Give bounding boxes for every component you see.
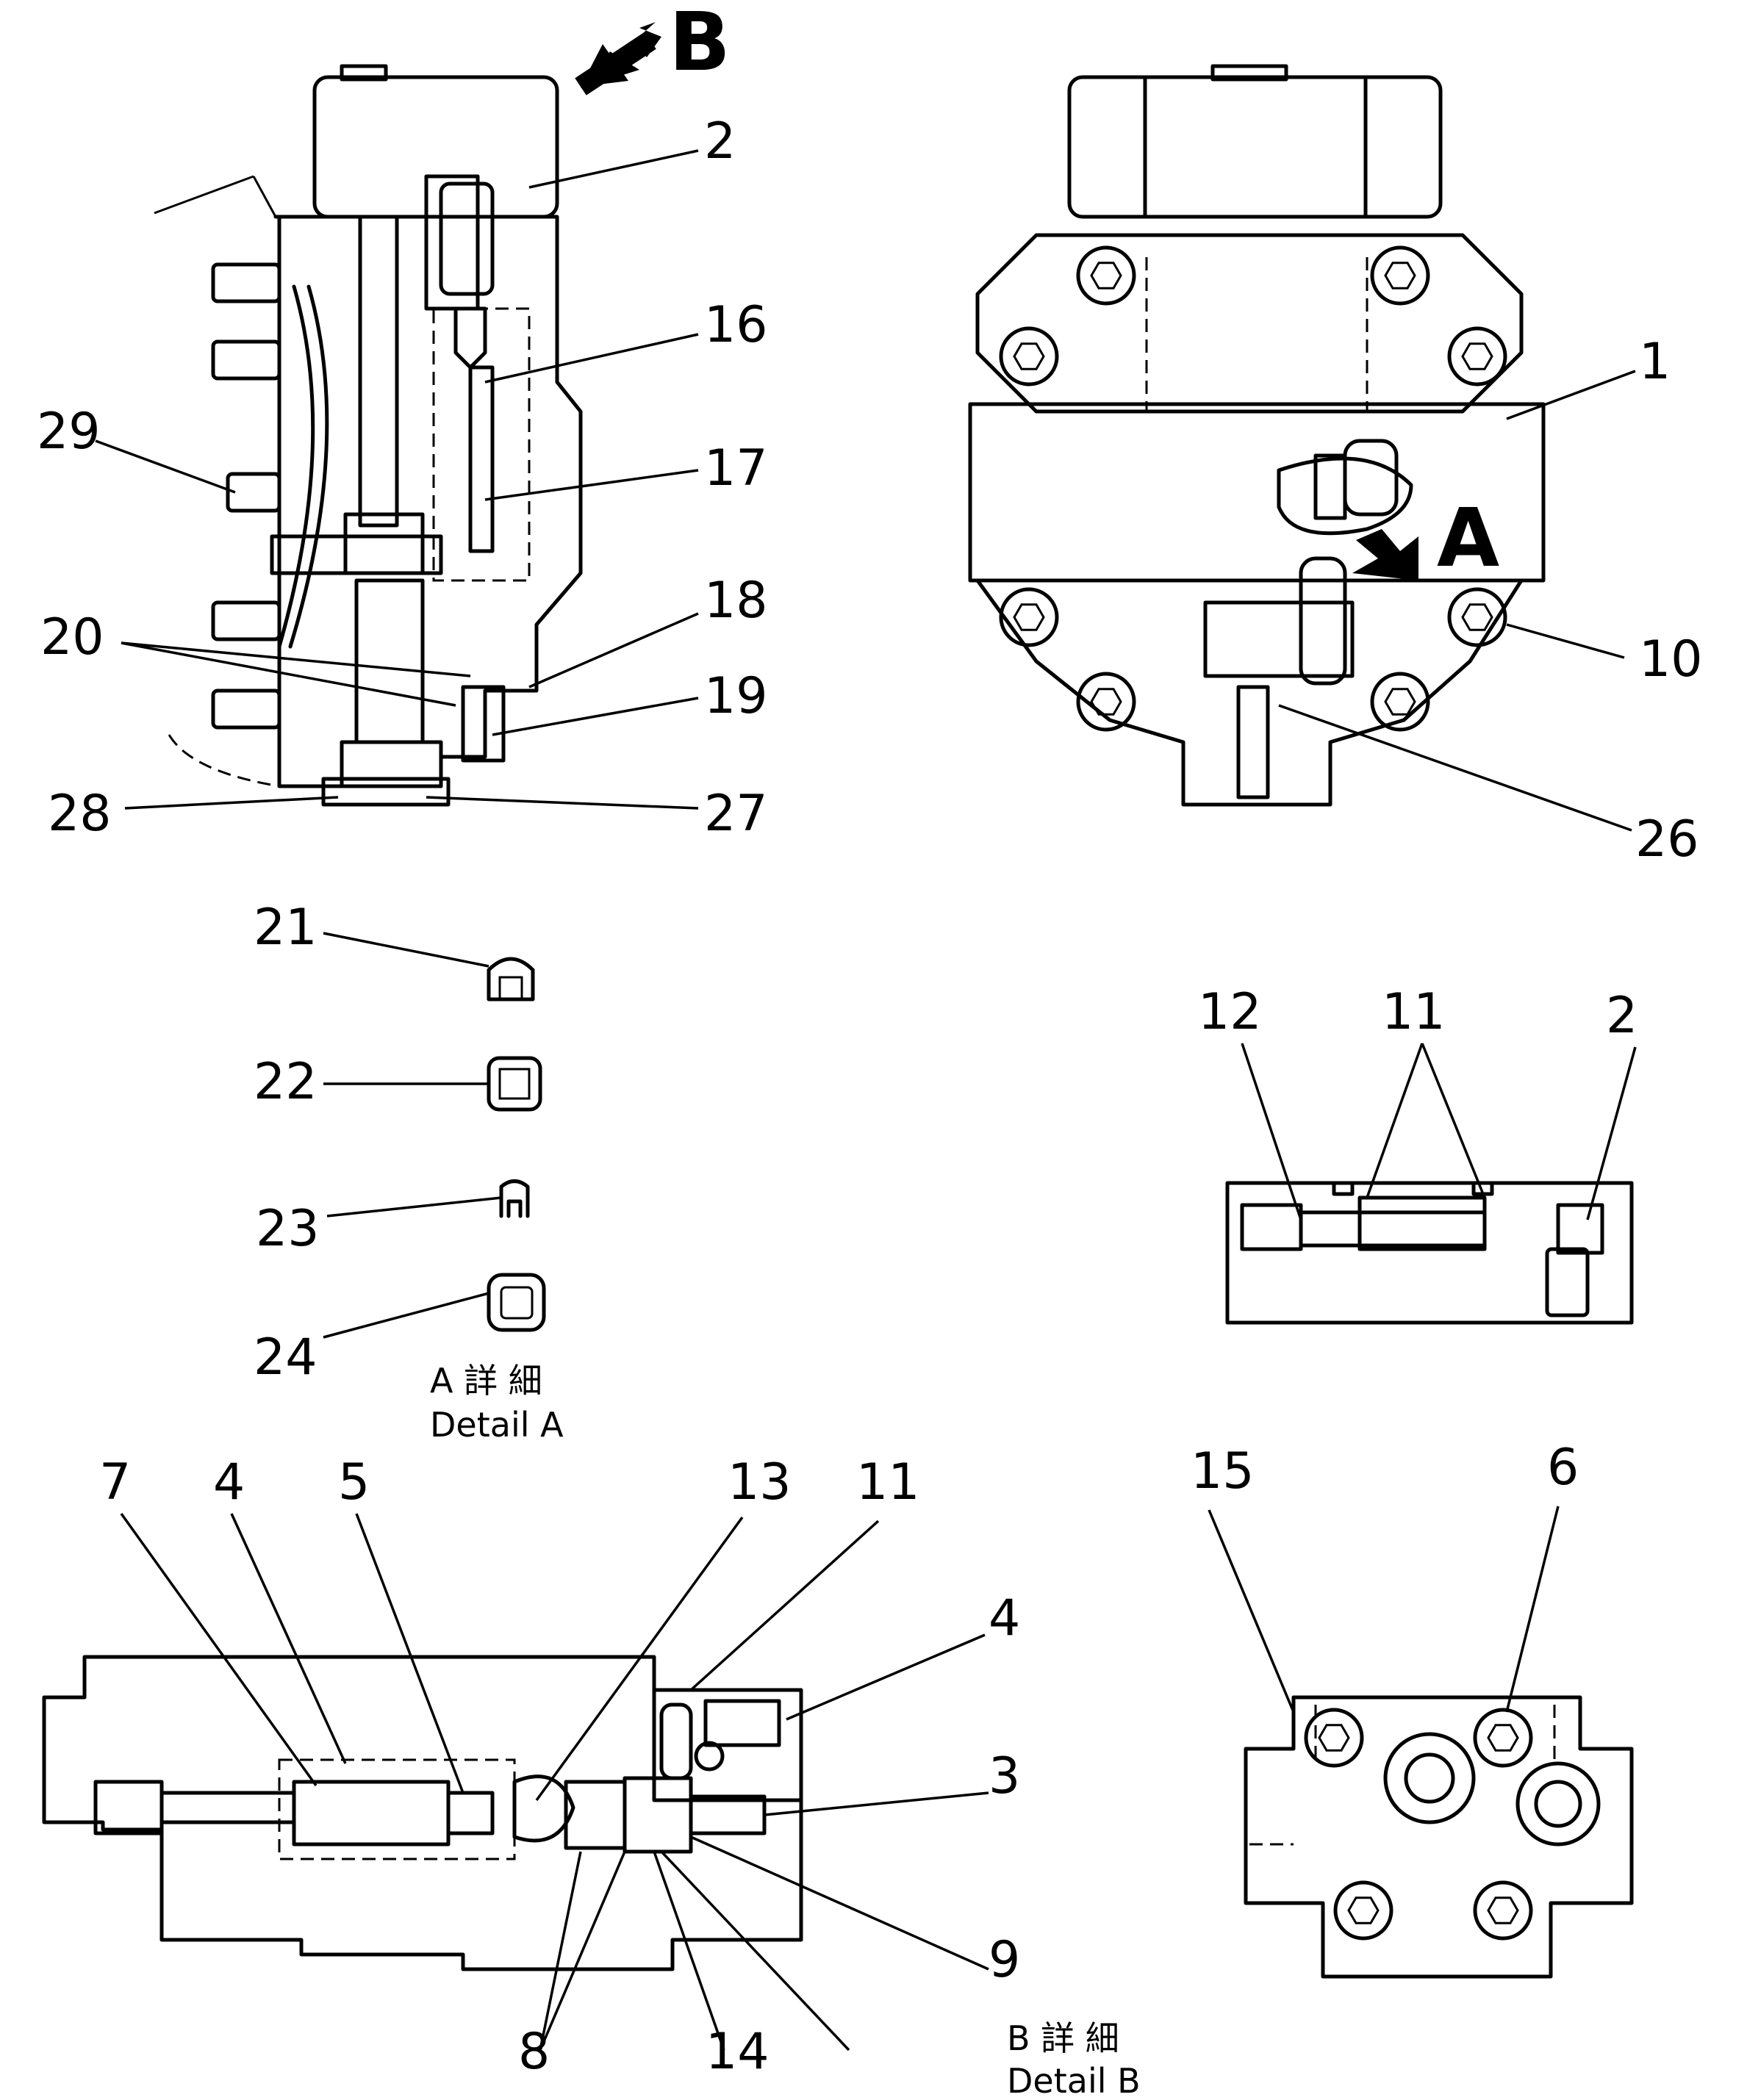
- port-section-view: [1225, 1181, 1634, 1325]
- callout-4-left: 5: [338, 1453, 370, 1511]
- bolt-heads: [999, 245, 1533, 1941]
- callout-19: 19: [704, 667, 768, 725]
- callout-8: 14: [706, 2023, 770, 2081]
- callout-4-right: 3: [989, 1747, 1020, 1805]
- hex-socket-icon: [1384, 688, 1416, 716]
- bolt-head: [1473, 1708, 1533, 1768]
- callout-17: 17: [704, 439, 768, 497]
- view-marker-b: B: [669, 0, 731, 89]
- bolt-head: [1304, 1708, 1364, 1768]
- callout-15: 6: [1547, 1439, 1579, 1497]
- hex-socket-icon: [1487, 1896, 1519, 1924]
- callout-2-bottom: 15: [1191, 1442, 1255, 1500]
- callout-12: 11: [1382, 983, 1446, 1041]
- bolt-head: [1333, 1880, 1393, 1941]
- hex-socket-icon: [1461, 603, 1493, 631]
- callout-5: 13: [728, 1453, 792, 1511]
- callout-11-lower: 4: [989, 1589, 1020, 1647]
- hex-socket-icon: [1090, 688, 1122, 716]
- detail-b-caption-en: Detail B: [1007, 2061, 1141, 2100]
- detail-b-section-view: [42, 1655, 803, 1971]
- detail-a-caption-jp: A 詳 細: [430, 1361, 542, 1400]
- hex-socket-icon: [1318, 1724, 1350, 1752]
- callout-16: 16: [704, 296, 768, 354]
- callout-2-top: 2: [704, 112, 736, 170]
- callout-21: 21: [254, 899, 318, 957]
- callout-25: 26: [1635, 810, 1699, 869]
- callout-18: 18: [704, 572, 768, 630]
- callout-24: 24: [254, 1328, 318, 1387]
- callout-13: 11: [856, 1453, 920, 1511]
- callout-10: 12: [1198, 983, 1262, 1041]
- hex-socket-icon: [1347, 1896, 1380, 1924]
- hex-socket-icon: [1461, 342, 1493, 370]
- bolt-head: [999, 326, 1059, 386]
- hex-socket-icon: [1013, 603, 1045, 631]
- callout-1: 1: [1639, 333, 1671, 391]
- leader-lines: [95, 149, 1637, 2052]
- callout-20: 20: [40, 608, 104, 666]
- bolt-head: [1076, 245, 1136, 306]
- hex-socket-icon: [1013, 342, 1045, 370]
- hex-socket-icon: [1384, 262, 1416, 290]
- bolt-head: [1370, 245, 1430, 306]
- detail-b-caption-jp: B 詳 細: [1007, 2018, 1119, 2058]
- callout-23: 23: [256, 1200, 320, 1258]
- callout-22: 22: [254, 1053, 318, 1111]
- small-parts: [487, 957, 546, 1332]
- callout-6: 7: [99, 1453, 131, 1511]
- callout-11-upper: 2: [1606, 987, 1637, 1045]
- view-marker-a: A: [1437, 491, 1499, 585]
- front-view: A: [968, 64, 1546, 1941]
- bolt-head: [1370, 672, 1430, 732]
- detail-b-face-view: [1244, 1695, 1634, 1979]
- callout-29: 10: [1639, 630, 1703, 688]
- callout-26: 27: [704, 785, 768, 843]
- bolt-head: [1447, 326, 1507, 386]
- detail-a-caption-en: Detail A: [430, 1405, 564, 1445]
- view-arrow-a-icon: [1352, 529, 1418, 580]
- callout-numbers: 2 16 17 18 19 20 29 28 27 1 10 26 21 22 …: [37, 112, 1703, 2081]
- callout-27: 28: [48, 785, 112, 843]
- callout-9: 8: [518, 2023, 550, 2081]
- bolt-head: [1473, 1880, 1533, 1941]
- callout-28: 29: [37, 403, 101, 461]
- bolt-head: [999, 587, 1059, 647]
- hex-socket-icon: [1487, 1724, 1519, 1752]
- bolt-head: [1447, 587, 1507, 647]
- side-section-view: [154, 64, 583, 807]
- callout-3: 9: [989, 1931, 1020, 1989]
- bolt-head: [1076, 672, 1136, 732]
- hex-socket-icon: [1090, 262, 1122, 290]
- callout-7: 4: [213, 1453, 245, 1511]
